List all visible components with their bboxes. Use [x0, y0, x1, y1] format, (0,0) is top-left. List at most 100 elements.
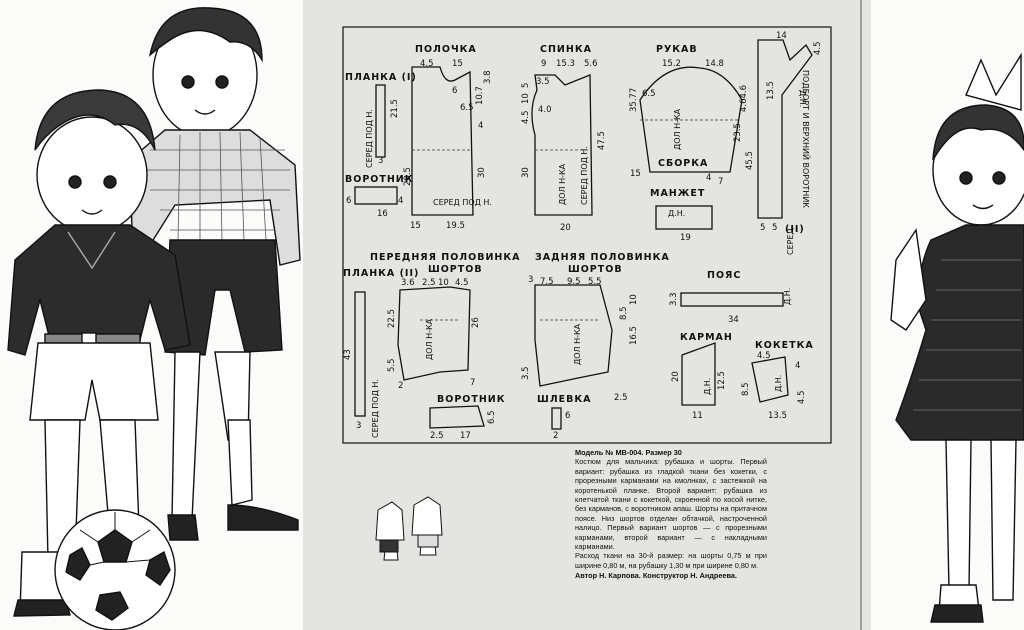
- collar-piece: [354, 186, 398, 205]
- label-dn-facing: Д.Н.: [798, 90, 807, 107]
- dim: 16.5: [629, 326, 639, 345]
- dim: 2.5: [430, 431, 444, 441]
- belt-loop-piece: [551, 407, 562, 430]
- back-shirt-piece: [531, 74, 593, 216]
- dim: 26: [471, 317, 481, 328]
- model-heading: Модель № МВ-004. Размер 30: [575, 448, 682, 457]
- dim: 4.64.6: [739, 85, 749, 112]
- label-planka-2: ПЛАНКА (II): [343, 268, 419, 279]
- dim: 15.2: [662, 59, 681, 69]
- dim: 43: [343, 349, 353, 360]
- label-dol-shorts-front: ДОЛ Н-КА: [425, 318, 434, 360]
- dim: 16: [377, 209, 388, 219]
- dim: 10: [521, 93, 531, 104]
- dim: 10: [629, 294, 639, 305]
- dim: 14: [776, 31, 787, 41]
- dim: 47.5: [597, 131, 607, 150]
- pattern-sheet: ПОЛОЧКА СПИНКА РУКАВ ПЛАНКА (I) ВОРОТНИК…: [303, 0, 871, 630]
- label-sered-podn-front: СЕРЕД ПОД Н.: [433, 198, 492, 207]
- short-boy-figure: [7, 89, 191, 617]
- dim: 30: [521, 167, 531, 178]
- dim: 9: [541, 59, 546, 69]
- label-dn-yoke: Д.Н.: [774, 375, 783, 392]
- dim: 34: [728, 315, 739, 325]
- dim: 2: [398, 381, 403, 391]
- dim: 4: [795, 361, 800, 371]
- dim: 3.3: [669, 292, 679, 306]
- dim: 3: [378, 156, 383, 166]
- dim: 5.5: [387, 358, 397, 372]
- dim: 7: [470, 378, 475, 388]
- label-back-half: ЗАДНЯЯ ПОЛОВИНКА: [535, 252, 670, 263]
- authors: Автор Н. Карпова. Конструктор Н. Андреев…: [575, 571, 737, 581]
- dim: 3.5: [536, 77, 550, 87]
- fabric-consumption: Расход ткани на 30-й размер: на шорты 0,…: [575, 551, 767, 570]
- dim: 4: [398, 196, 403, 206]
- cuff-piece: [655, 205, 713, 230]
- dim: 6: [565, 411, 570, 421]
- dim: 4.5: [813, 41, 823, 55]
- pattern-frame: [342, 26, 832, 444]
- label-sered-podn-planka: СЕРЕД ПОД Н.: [365, 109, 374, 168]
- label-dol-shorts-back: ДОЛ Н-КА: [573, 323, 582, 365]
- dim: 4.5: [797, 390, 807, 404]
- collar-2-piece: [429, 405, 485, 429]
- yoke-piece: [751, 356, 789, 403]
- label-shorts-back: ШОРТОВ: [568, 264, 623, 275]
- label-podbort-roman: (II): [785, 224, 805, 235]
- dim: 2: [553, 431, 558, 441]
- dim: 6.5: [642, 89, 656, 99]
- dim: 7.5: [540, 277, 554, 287]
- front-shorts-piece: [397, 286, 471, 381]
- label-sborka: СБОРКА: [658, 158, 708, 169]
- dim: 5: [772, 223, 777, 233]
- sleeve-piece: [639, 66, 743, 173]
- bow-icon: [965, 52, 1022, 111]
- dim: 3.6: [401, 278, 415, 288]
- dim: 45.5: [745, 151, 755, 170]
- label-sered-podn-back: СЕРЕД ПОД Н.: [580, 146, 589, 205]
- tall-boy-figure: [129, 7, 301, 541]
- dim: 15: [452, 59, 463, 69]
- dim: 14.8: [705, 59, 724, 69]
- dim: 20: [671, 371, 681, 382]
- label-dol-back: ДОЛ Н-КА: [558, 163, 567, 205]
- dim: 9.5: [567, 277, 581, 287]
- dim: 5.5: [588, 277, 602, 287]
- dim: 30: [477, 167, 487, 178]
- model-body: Костюм для мальчика: рубашка и шорты. Пе…: [575, 457, 767, 552]
- dim: 3: [528, 275, 533, 285]
- dim: 35.77: [629, 88, 639, 112]
- dim: 15: [630, 169, 641, 179]
- label-shorts-front: ШОРТОВ: [428, 264, 483, 275]
- dim: 12.5: [717, 371, 727, 390]
- dim: 5: [521, 83, 531, 88]
- label-dol-sleeve: ДОЛ Н-КА: [673, 108, 682, 150]
- dim: 15.3: [556, 59, 575, 69]
- dim: 7: [718, 177, 723, 187]
- label-rukav: РУКАВ: [656, 44, 698, 55]
- label-dn-pocket: Д.Н.: [703, 378, 712, 395]
- dim: 19: [680, 233, 691, 243]
- label-poyas: ПОЯС: [707, 270, 741, 281]
- dim: 10: [438, 278, 449, 288]
- dim: 17: [460, 431, 471, 441]
- back-shorts-piece: [534, 284, 613, 387]
- dim: 22.5: [387, 309, 397, 328]
- girl-illustration: [871, 0, 1024, 630]
- dim: 6: [346, 196, 351, 206]
- dim: 20: [560, 223, 571, 233]
- dim: 13.5: [768, 411, 787, 421]
- label-manzhet: МАНЖЕТ: [650, 188, 705, 199]
- dim: 5: [760, 223, 765, 233]
- dim: 23.5: [733, 123, 743, 142]
- label-sered-poyas: СЕРЕД: [786, 228, 795, 255]
- dim: 15: [410, 221, 421, 231]
- dim: 4.5: [455, 278, 469, 288]
- dim: 2.5: [422, 278, 436, 288]
- dim: 4.0: [538, 105, 552, 115]
- dim: 3: [356, 421, 361, 431]
- football: [54, 509, 176, 630]
- dim: 2.5: [614, 393, 628, 403]
- dim: 21.5: [390, 99, 400, 118]
